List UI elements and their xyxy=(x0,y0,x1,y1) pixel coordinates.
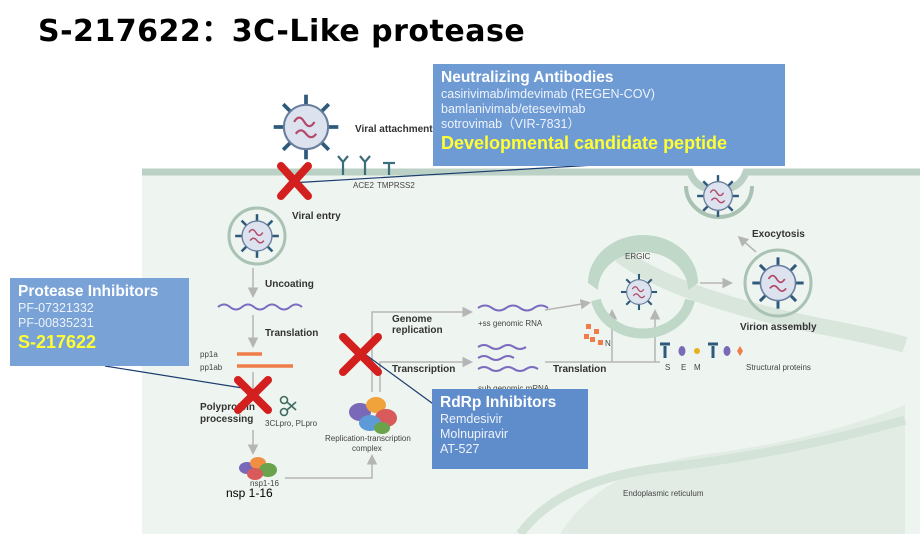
exocytosis-virus-icon xyxy=(695,173,741,219)
label-ergic: ERGIC xyxy=(625,252,651,261)
label-proteases: 3CLpro, PLpro xyxy=(265,419,318,428)
tmprss2-receptor-icon xyxy=(383,161,395,175)
label-virion-assembly: Virion assembly xyxy=(740,322,817,333)
neutralizing-antibodies-box: Neutralizing Antibodies casirivimab/imde… xyxy=(433,64,785,166)
neutralizing-heading: Neutralizing Antibodies xyxy=(441,69,614,86)
connector-protease xyxy=(104,365,256,391)
ace2-receptor-icon xyxy=(337,155,371,175)
label-s: S xyxy=(665,363,670,372)
n-protein-icon xyxy=(584,324,603,345)
scissors-icon xyxy=(279,395,297,417)
protease-highlight: S-217622 xyxy=(18,332,97,352)
rdrp-heading: RdRp Inhibitors xyxy=(440,394,557,411)
label-tmprss2: TMPRSS2 xyxy=(377,181,415,190)
label-rtc-1: Replication-transcription xyxy=(325,434,411,443)
nsp-cluster-icon xyxy=(239,457,277,480)
label-n: N xyxy=(605,339,611,348)
block-attachment-cross-icon xyxy=(277,162,312,200)
label-translation-left: Translation xyxy=(265,328,318,339)
label-genome: Genome xyxy=(392,314,432,325)
connector-rdrp xyxy=(361,351,437,407)
label-viral-entry: Viral entry xyxy=(292,211,341,222)
page-title: S-217622：3C-Like protease xyxy=(38,14,526,49)
label-structural: Structural proteins xyxy=(746,363,811,372)
label-polyprotein: Polyprotein xyxy=(200,402,255,413)
label-translation-right: Translation xyxy=(553,364,606,375)
rdrp-item: Remdesivir xyxy=(440,412,503,426)
ss-genomic-rna-icon xyxy=(477,304,549,312)
label-sub-rna: sub genomic mRNA xyxy=(478,384,550,393)
replication-transcription-complex-icon xyxy=(349,397,397,434)
label-pp1a: pp1a xyxy=(200,350,218,359)
endosome-virus-icon xyxy=(233,212,281,260)
neutralizing-item: bamlanivimab/etesevimab xyxy=(441,102,586,116)
protease-item: PF-07321332 xyxy=(18,301,94,315)
rdrp-item: AT-527 xyxy=(440,442,480,456)
assembling-virus-icon xyxy=(619,272,659,312)
nsp-caption: nsp 1-16 xyxy=(226,486,273,500)
label-pp1ab: pp1ab xyxy=(200,363,223,372)
block-rdrp-cross-icon xyxy=(339,333,382,376)
sub-genomic-mrna-icon xyxy=(477,344,539,372)
block-protease-cross-icon xyxy=(234,376,272,414)
connector-neutralizing xyxy=(289,163,613,184)
cell-cytoplasm xyxy=(142,172,920,534)
attaching-virus-icon xyxy=(271,92,341,162)
protease-item: PF-00835231 xyxy=(18,316,94,330)
label-nsp-small: nsp1-16 xyxy=(250,479,279,488)
label-ss-rna: +ss genomic RNA xyxy=(478,319,543,328)
protease-inhibitors-box: Protease Inhibitors PF-07321332 PF-00835… xyxy=(10,278,189,366)
virion-icon xyxy=(750,255,806,311)
label-transcription: Transcription xyxy=(392,364,455,375)
structural-proteins-icon xyxy=(660,342,743,358)
label-ace2: ACE2 xyxy=(353,181,374,190)
protease-heading: Protease Inhibitors xyxy=(18,283,159,300)
label-e: E xyxy=(681,363,686,372)
label-m: M xyxy=(694,363,701,372)
label-processing: processing xyxy=(200,414,253,425)
label-uncoating: Uncoating xyxy=(265,279,314,290)
neutralizing-highlight: Developmental candidate peptide xyxy=(441,133,728,153)
ergic-compartment xyxy=(588,235,698,290)
rdrp-item: Molnupiravir xyxy=(440,427,509,441)
label-rtc-2: complex xyxy=(352,444,382,453)
label-exocytosis: Exocytosis xyxy=(752,229,805,240)
genomic-rna-icon xyxy=(217,303,303,311)
label-viral-attachment: Viral attachment xyxy=(355,124,433,135)
label-er: Endoplasmic reticulum xyxy=(623,489,704,498)
neutralizing-item: casirivimab/imdevimab (REGEN-COV) xyxy=(441,87,655,101)
neutralizing-item: sotrovimab（VIR-7831） xyxy=(441,117,580,131)
rdrp-inhibitors-box: RdRp Inhibitors Remdesivir Molnupiravir … xyxy=(432,389,588,469)
label-replication: replication xyxy=(392,325,443,336)
